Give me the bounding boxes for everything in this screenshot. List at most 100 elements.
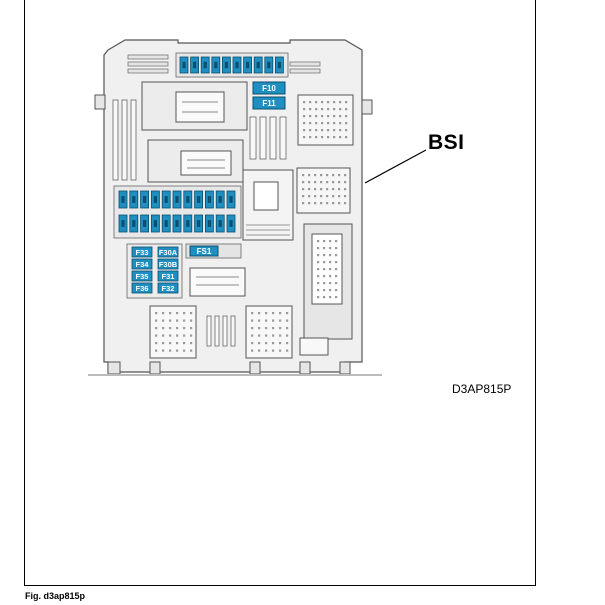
connector-pin bbox=[309, 115, 312, 118]
bsi-label: BSI bbox=[428, 131, 465, 154]
connector-pin bbox=[327, 108, 330, 111]
connector-pin bbox=[190, 342, 193, 345]
connector-pin bbox=[162, 334, 165, 337]
fuse-f31-label: F31 bbox=[162, 272, 175, 281]
connector-pin bbox=[329, 268, 332, 271]
connector-pin bbox=[326, 195, 329, 198]
connector-pin bbox=[309, 108, 312, 111]
upper-connector bbox=[175, 91, 225, 123]
connector-pin bbox=[344, 188, 347, 191]
connector-pin bbox=[308, 188, 311, 191]
connector-pin bbox=[339, 108, 342, 111]
connector-pin bbox=[309, 122, 312, 125]
bottom-right-connector bbox=[245, 305, 293, 359]
connector-pin bbox=[323, 261, 326, 264]
middle-fuse-core bbox=[197, 220, 201, 227]
top-fuse-core bbox=[256, 61, 260, 69]
connector-pin bbox=[169, 312, 172, 315]
connector-pin bbox=[279, 327, 282, 330]
connector-pin bbox=[169, 334, 172, 337]
connector-pin bbox=[308, 181, 311, 184]
connector-pin bbox=[317, 282, 320, 285]
connector-pin bbox=[286, 334, 289, 337]
connector-pin bbox=[345, 122, 348, 125]
connector-pin bbox=[183, 312, 186, 315]
connector-pin bbox=[332, 188, 335, 191]
connector-pin bbox=[176, 327, 179, 330]
connector-pin bbox=[321, 129, 324, 132]
top-fuse-row bbox=[175, 52, 289, 78]
middle-fuse-core bbox=[143, 220, 147, 227]
top-fuse-core bbox=[267, 61, 271, 69]
connector-pin bbox=[345, 136, 348, 139]
connector-pin bbox=[339, 129, 342, 132]
connector-pin bbox=[317, 275, 320, 278]
connector-pin bbox=[332, 181, 335, 184]
connector-pin bbox=[303, 136, 306, 139]
connector-pin bbox=[314, 188, 317, 191]
connector-pin bbox=[344, 202, 347, 205]
connector-pin bbox=[272, 334, 275, 337]
connector-pin bbox=[320, 181, 323, 184]
connector-pin bbox=[338, 202, 341, 205]
connector-pin bbox=[155, 312, 158, 315]
connector-pin bbox=[339, 122, 342, 125]
bottom-left-connector bbox=[149, 305, 197, 359]
connector-pin bbox=[327, 129, 330, 132]
fuse-f30b-label: F30B bbox=[159, 260, 178, 269]
middle-fuse-rows bbox=[118, 190, 236, 233]
middle-fuse-core bbox=[207, 220, 211, 227]
connector-pin bbox=[183, 349, 186, 352]
connector-pin bbox=[329, 240, 332, 243]
fuse-f32-label: F32 bbox=[162, 284, 175, 293]
connector-pin bbox=[317, 254, 320, 257]
connector-pin bbox=[338, 181, 341, 184]
connector-pin bbox=[190, 334, 193, 337]
connector-pin bbox=[320, 202, 323, 205]
connector-pin bbox=[329, 289, 332, 292]
lower-mid-connector bbox=[189, 267, 246, 297]
connector-pin bbox=[265, 327, 268, 330]
middle-fuse-core bbox=[121, 220, 125, 227]
connector-pin bbox=[279, 342, 282, 345]
connector-pin bbox=[155, 342, 158, 345]
connector-pin bbox=[265, 319, 268, 322]
connector-pin bbox=[335, 247, 338, 250]
connector-pin bbox=[272, 327, 275, 330]
connector-pin bbox=[335, 268, 338, 271]
connector-pin bbox=[329, 296, 332, 299]
right-mid-connector bbox=[296, 167, 351, 214]
middle-fuse-core bbox=[218, 220, 222, 227]
connector-pin bbox=[309, 136, 312, 139]
connector-pin bbox=[183, 334, 186, 337]
connector-pin bbox=[258, 327, 261, 330]
connector-pin bbox=[309, 101, 312, 104]
fuse-f36-slot bbox=[131, 282, 153, 294]
connector-pin bbox=[335, 275, 338, 278]
figure-frame bbox=[24, 0, 536, 586]
connector-pin bbox=[279, 349, 282, 352]
connector-pin bbox=[315, 101, 318, 104]
connector-pin bbox=[302, 195, 305, 198]
right-upper-connector-pins bbox=[303, 101, 348, 139]
connector-pin bbox=[339, 136, 342, 139]
top-fuse-core bbox=[277, 61, 281, 69]
connector-pin bbox=[315, 108, 318, 111]
connector-pin bbox=[169, 319, 172, 322]
middle-fuse-core bbox=[229, 196, 233, 203]
fuse-f30b-slot bbox=[157, 258, 179, 270]
connector-pin bbox=[315, 115, 318, 118]
top-slots bbox=[127, 54, 321, 74]
bsi-leader-line bbox=[364, 149, 427, 184]
connector-pin bbox=[326, 181, 329, 184]
connector-pin bbox=[190, 327, 193, 330]
right-upper-connector bbox=[297, 94, 354, 146]
connector-pin bbox=[321, 108, 324, 111]
fuse-f34-slot bbox=[131, 258, 153, 270]
connector-pin bbox=[279, 319, 282, 322]
connector-pin bbox=[303, 101, 306, 104]
middle-fuse-core bbox=[197, 196, 201, 203]
connector-pin bbox=[345, 101, 348, 104]
connector-pin bbox=[317, 261, 320, 264]
middle-fuse-core bbox=[132, 220, 136, 227]
